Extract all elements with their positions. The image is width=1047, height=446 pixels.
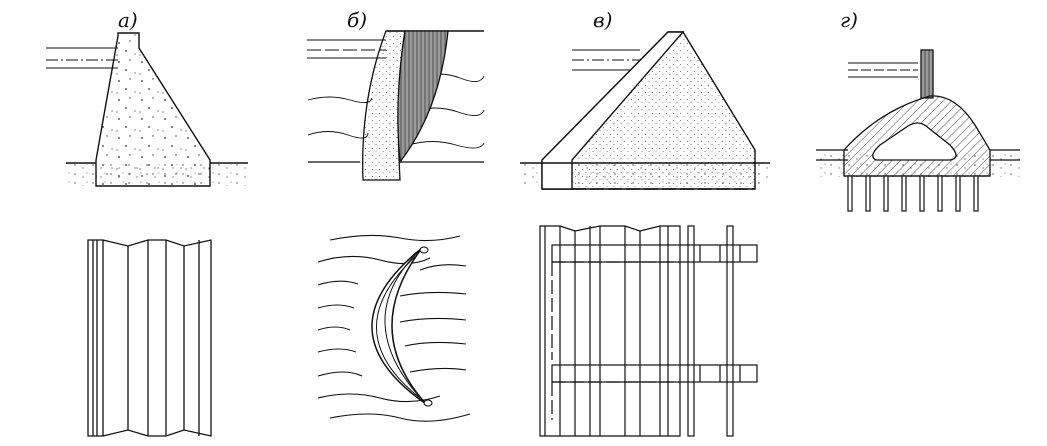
arch-dam-section — [307, 30, 485, 181]
panel-label-b: б) — [347, 8, 368, 32]
gravity-dam-plan — [87, 239, 212, 437]
panel-label-v: в) — [593, 8, 613, 32]
hollow-dam-section — [816, 49, 1020, 177]
buttress-dam-plan — [539, 225, 758, 437]
pile-foundation — [847, 175, 979, 212]
gravity-dam-section — [46, 32, 248, 187]
panel-label-a: а) — [118, 8, 138, 32]
arch-dam-plan — [317, 234, 471, 422]
buttress-dam-section — [520, 31, 770, 190]
panel-label-g: г) — [840, 8, 858, 32]
